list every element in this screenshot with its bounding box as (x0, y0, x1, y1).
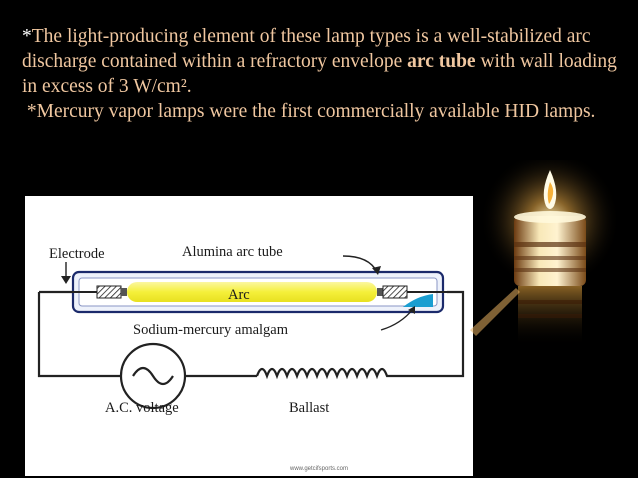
alumina-arc-tube-label: Alumina arc tube (182, 244, 283, 260)
circuit-wire (395, 290, 465, 378)
paragraph-mercury: *Mercury vapor lamps were the first comm… (22, 99, 634, 124)
sodium-mercury-amalgam (403, 294, 433, 307)
source-watermark: www.getcifsports.com (290, 466, 349, 472)
circuit-wire (37, 292, 120, 378)
electrode-left (96, 285, 122, 299)
ballast-coil-icon (255, 367, 395, 380)
electrode-label: Electrode (49, 246, 105, 262)
paragraph-text: with wall loading in excess of 3 W/cm². (22, 51, 617, 97)
bullet-star: * (22, 26, 32, 47)
paragraph-arc-tube: *The light-producing element of these la… (22, 24, 634, 99)
amalgam-label: Sodium-mercury amalgam (133, 322, 289, 338)
arc-label: Arc (228, 287, 250, 303)
paragraph-text: Mercury vapor lamps were the first comme… (36, 101, 596, 122)
diagram-drawing (37, 255, 465, 410)
ac-voltage-label: A.C. voltage (105, 400, 179, 416)
bullet-star: * (26, 101, 37, 122)
bold-term-arc-tube: arc tube (407, 51, 476, 72)
hid-lamp-diagram: Electrode Alumina arc tube Arc Sodium-me… (25, 196, 473, 476)
tube-pointer (342, 255, 378, 273)
candle-image (470, 160, 620, 346)
electrode-right (382, 285, 408, 299)
slide-text: *The light-producing element of these la… (22, 24, 634, 124)
arc (127, 282, 377, 302)
ballast-label: Ballast (289, 400, 330, 416)
paragraph-text: The light-producing element of these lam… (22, 26, 591, 72)
